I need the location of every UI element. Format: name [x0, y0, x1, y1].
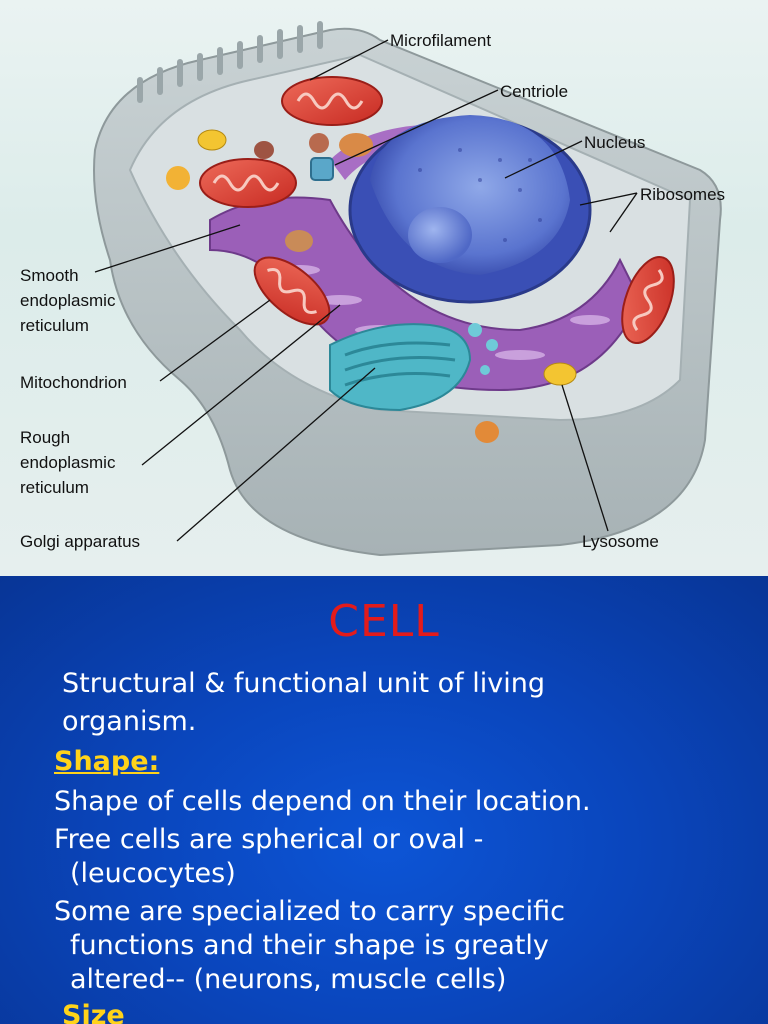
label-microfilament: Microfilament	[390, 31, 492, 50]
label-leader-lines	[94, 39, 638, 542]
slide-text-area: CELL Structural & functional unit of liv…	[0, 576, 768, 1024]
shape-line-6: altered-- (neurons, muscle cells)	[70, 964, 507, 995]
shape-line-2: Free cells are spherical or oval -	[54, 824, 484, 855]
label-nucleus: Nucleus	[584, 133, 646, 152]
shape-line-5: functions and their shape is greatly	[70, 930, 549, 961]
definition-line-1: Structural & functional unit of living	[62, 668, 546, 699]
label-smooth-er: Smooth endoplasmic reticulum	[20, 266, 116, 335]
label-rough-er: Rough endoplasmic reticulum	[20, 428, 116, 497]
shape-line-3: (leucocytes)	[70, 858, 236, 889]
cell-diagram: Microfilament Centriole Nucleus Ribosome…	[0, 0, 768, 576]
size-heading: Size	[62, 1000, 125, 1024]
vesicles	[166, 129, 577, 443]
nucleus-shape	[348, 115, 592, 304]
cell-illustration	[93, 21, 722, 557]
definition-line-2: organism.	[62, 706, 197, 737]
shape-line-1: Shape of cells depend on their location.	[54, 786, 591, 817]
mitochondria-shapes	[199, 76, 675, 344]
label-lysosome: Lysosome	[582, 532, 659, 551]
label-ribosomes: Ribosomes	[640, 185, 726, 204]
label-centriole: Centriole	[500, 82, 569, 101]
label-golgi: Golgi apparatus	[20, 532, 141, 551]
shape-heading: Shape:	[54, 746, 160, 777]
shape-line-4: Some are specialized to carry specific	[54, 896, 565, 927]
slide-title: CELL	[328, 596, 440, 647]
golgi-shape	[329, 323, 498, 412]
label-mitochondrion: Mitochondrion	[20, 373, 127, 392]
